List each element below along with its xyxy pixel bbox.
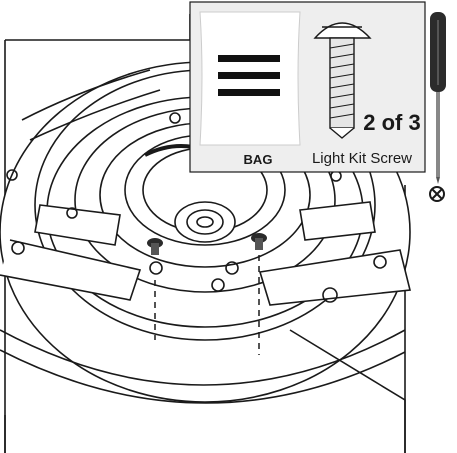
round-head-screw-icon — [313, 22, 372, 139]
quantity-label: 2 of 3 — [363, 110, 420, 135]
part-name-label: Light Kit Screw — [312, 150, 412, 167]
bag-icon — [199, 11, 301, 146]
phillips-screwdriver-icon — [430, 12, 446, 184]
parts-callout: BAG 2 of 3 Light Kit Screw — [189, 1, 426, 173]
bag-label: BAG — [244, 152, 273, 167]
light-kit-screw-right — [251, 233, 267, 250]
light-kit-screw-left — [147, 238, 163, 255]
screw-guide-lines — [154, 255, 260, 355]
phillips-head-symbol-icon — [429, 186, 445, 202]
